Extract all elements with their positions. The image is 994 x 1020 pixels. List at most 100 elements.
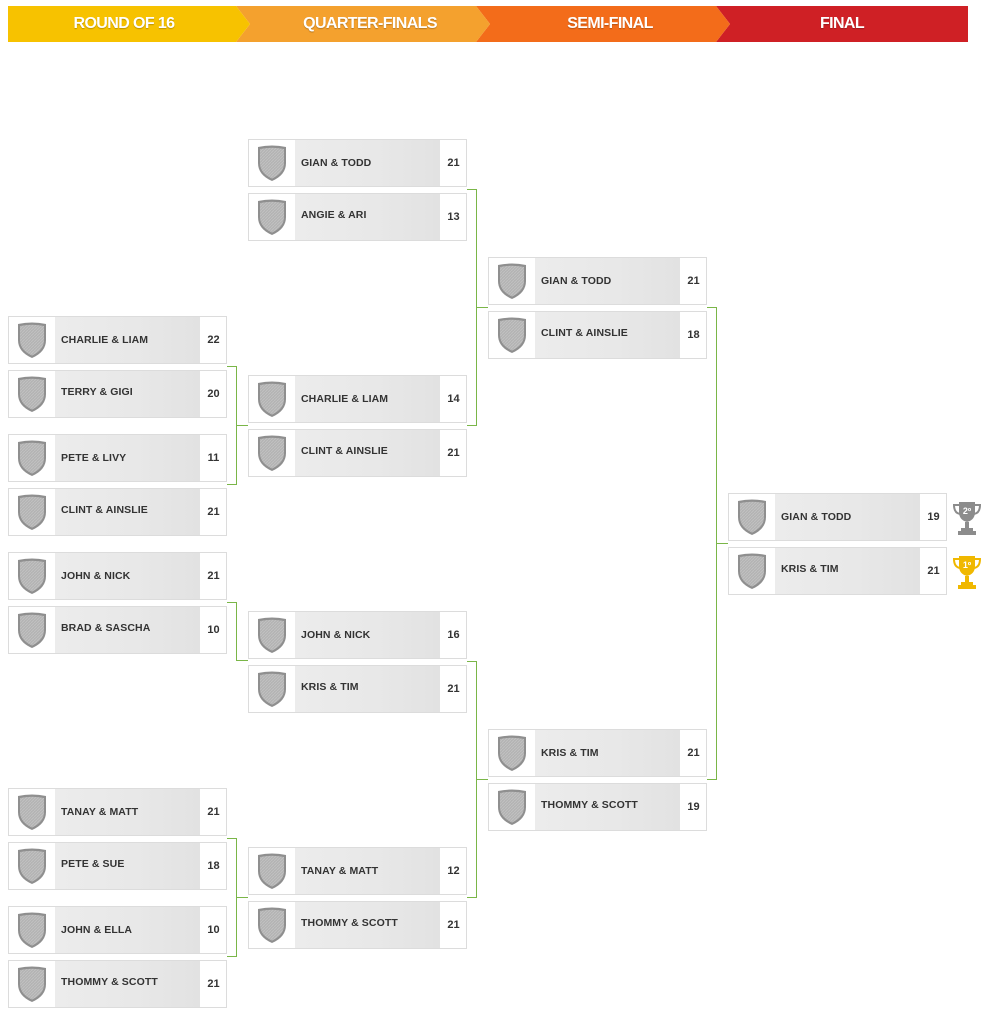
team-score: 13: [447, 211, 460, 223]
team-shield-icon: [258, 617, 286, 653]
team-name: CLINT & AINSLIE: [541, 327, 628, 339]
team-score: 21: [447, 157, 460, 169]
team-entry[interactable]: GIAN & TODD 21: [488, 257, 707, 305]
team-score: 19: [687, 801, 700, 813]
team-name: PETE & LIVY: [61, 452, 127, 464]
team-shield-icon: [738, 499, 766, 535]
team-name: TANAY & MATT: [301, 865, 379, 877]
team-name-box: [295, 140, 440, 186]
team-logo: [731, 496, 773, 538]
team-name: GIAN & TODD: [301, 157, 372, 169]
stage-label: SEMI-FINAL: [567, 15, 653, 32]
team-score: 21: [687, 275, 700, 287]
team-entry[interactable]: KRIS & TIM 21: [248, 665, 467, 713]
team-name-box: [295, 376, 440, 422]
team-score: 22: [207, 334, 220, 346]
gold-trophy-icon: 1º: [952, 556, 982, 589]
stage-final[interactable]: FINAL: [716, 6, 968, 42]
bracket-connector: [236, 897, 248, 898]
stage-label: ROUND OF 16: [73, 15, 176, 32]
team-score: 21: [447, 683, 460, 695]
bracket-connector: [236, 660, 248, 661]
team-name: GIAN & TODD: [781, 511, 852, 523]
team-logo: [491, 732, 533, 774]
team-shield-icon: [18, 322, 46, 358]
team-entry[interactable]: GIAN & TODD 19: [728, 493, 947, 541]
team-logo: [251, 142, 293, 184]
team-entry[interactable]: THOMMY & SCOTT 21: [8, 960, 227, 1008]
team-name: THOMMY & SCOTT: [541, 799, 638, 811]
team-logo: [11, 909, 53, 951]
team-shield-icon: [18, 612, 46, 648]
team-score: 11: [207, 452, 220, 464]
team-name: KRIS & TIM: [541, 747, 599, 759]
team-name: CHARLIE & LIAM: [301, 393, 389, 405]
team-name-box: [55, 553, 200, 599]
team-shield-icon: [18, 376, 46, 412]
team-score: 21: [447, 447, 460, 459]
team-shield-icon: [738, 553, 766, 589]
bracket-connector: [467, 897, 477, 898]
team-logo: [491, 314, 533, 356]
team-shield-icon: [18, 494, 46, 530]
team-name: GIAN & TODD: [541, 275, 612, 287]
team-shield-icon: [18, 966, 46, 1002]
bracket-connector: [716, 543, 728, 544]
team-shield-icon: [498, 735, 526, 771]
team-entry[interactable]: GIAN & TODD 21: [248, 139, 467, 187]
team-logo: [251, 196, 293, 238]
team-score: 21: [927, 565, 940, 577]
bracket-connector: [227, 602, 236, 603]
team-name-box: [55, 317, 200, 363]
team-name-box: [55, 961, 200, 1007]
team-score: 21: [207, 506, 220, 518]
bracket-connector: [476, 779, 488, 780]
team-logo: [251, 850, 293, 892]
team-name: KRIS & TIM: [301, 681, 359, 693]
team-name: THOMMY & SCOTT: [61, 976, 158, 988]
team-score: 19: [927, 511, 940, 523]
stage-semi-final[interactable]: SEMI-FINAL: [476, 6, 730, 42]
team-name-box: [295, 194, 440, 240]
team-name-box: [295, 666, 440, 712]
team-name-box: [535, 312, 680, 358]
svg-text:2º: 2º: [963, 506, 972, 516]
bracket-connector: [476, 307, 488, 308]
stage-round-of-16[interactable]: ROUND OF 16: [8, 6, 250, 42]
team-shield-icon: [498, 263, 526, 299]
team-score: 10: [207, 624, 220, 636]
team-name: PETE & SUE: [61, 858, 125, 870]
team-entry[interactable]: THOMMY & SCOTT 19: [488, 783, 707, 831]
stage-quarter-finals[interactable]: QUARTER-FINALS: [236, 6, 490, 42]
team-name: JOHN & ELLA: [61, 924, 133, 936]
silver-trophy-icon: 2º: [952, 502, 982, 535]
bracket-connector: [707, 779, 717, 780]
team-name: TANAY & MATT: [61, 806, 139, 818]
bracket-connector: [236, 425, 248, 426]
team-logo: [251, 378, 293, 420]
team-logo: [251, 432, 293, 474]
team-entry[interactable]: PETE & LIVY 11: [8, 434, 227, 482]
team-score: 21: [207, 978, 220, 990]
team-logo: [251, 668, 293, 710]
team-logo: [731, 550, 773, 592]
team-logo: [11, 319, 53, 361]
